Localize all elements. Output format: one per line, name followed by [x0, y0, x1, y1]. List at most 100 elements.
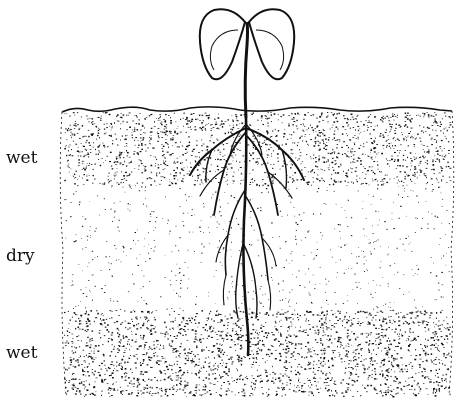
- soil-speck: [268, 122, 269, 123]
- soil-speck: [351, 360, 352, 361]
- soil-speck: [255, 344, 257, 346]
- soil-speck: [222, 360, 223, 361]
- soil-speck: [270, 144, 271, 145]
- soil-speck: [87, 154, 88, 155]
- soil-speck: [148, 232, 149, 233]
- soil-speck: [349, 371, 350, 372]
- soil-speck: [212, 214, 213, 215]
- soil-speck: [288, 115, 290, 116]
- soil-speck: [407, 338, 409, 339]
- soil-layer-dry: [64, 185, 449, 311]
- soil-speck: [207, 392, 209, 393]
- soil-speck: [383, 116, 384, 117]
- soil-speck: [441, 360, 442, 361]
- soil-speck: [126, 165, 127, 166]
- soil-speck: [433, 189, 434, 190]
- soil-speck: [135, 368, 137, 369]
- soil-speck: [261, 120, 262, 121]
- soil-speck: [186, 355, 187, 356]
- soil-speck: [75, 360, 76, 361]
- soil-speck: [428, 211, 429, 212]
- soil-speck: [408, 133, 410, 134]
- soil-speck: [441, 297, 443, 298]
- soil-speck: [114, 212, 115, 213]
- soil-speck: [436, 142, 437, 143]
- soil-speck: [114, 211, 115, 212]
- soil-speck: [313, 132, 314, 133]
- soil-speck: [436, 339, 437, 340]
- soil-speck: [351, 172, 353, 173]
- soil-speck: [87, 337, 89, 338]
- soil-speck: [208, 317, 209, 318]
- soil-speck: [294, 207, 295, 208]
- soil-speck: [292, 182, 293, 183]
- soil-speck: [266, 312, 268, 314]
- soil-speck: [123, 247, 124, 248]
- soil-speck: [338, 139, 340, 140]
- soil-speck: [176, 175, 177, 176]
- soil-speck: [109, 256, 110, 257]
- soil-speck: [138, 123, 140, 124]
- soil-speck: [397, 393, 398, 394]
- soil-speck: [159, 172, 160, 173]
- soil-speck: [211, 128, 213, 129]
- soil-speck: [403, 386, 405, 387]
- soil-speck: [143, 361, 144, 362]
- soil-speck: [373, 129, 375, 130]
- soil-speck: [183, 126, 184, 127]
- soil-speck: [251, 225, 252, 226]
- soil-speck: [344, 319, 345, 320]
- soil-speck: [371, 149, 372, 150]
- soil-speck: [328, 340, 330, 341]
- soil-speck: [296, 387, 297, 388]
- soil-speck: [216, 122, 217, 123]
- soil-speck: [65, 345, 66, 346]
- soil-speck: [424, 327, 426, 328]
- soil-speck: [324, 322, 326, 323]
- soil-speck: [210, 157, 211, 159]
- soil-speck: [376, 241, 377, 242]
- soil-speck: [375, 292, 376, 293]
- soil-speck: [252, 152, 254, 153]
- soil-speck: [391, 364, 392, 365]
- soil-speck: [87, 163, 88, 164]
- soil-speck: [348, 200, 349, 201]
- soil-speck: [185, 363, 187, 364]
- soil-speck: [436, 114, 437, 115]
- soil-speck: [106, 319, 107, 320]
- soil-speck: [195, 336, 196, 337]
- soil-speck: [139, 346, 140, 348]
- soil-speck: [143, 380, 144, 381]
- soil-speck: [321, 313, 322, 314]
- soil-speck: [394, 178, 395, 179]
- soil-speck: [445, 387, 446, 388]
- soil-speck: [140, 113, 141, 114]
- soil-speck: [372, 143, 374, 144]
- soil-speck: [143, 132, 144, 133]
- soil-speck: [137, 348, 139, 350]
- soil-speck: [400, 239, 401, 240]
- soil-speck: [265, 362, 266, 363]
- soil-speck: [173, 135, 175, 136]
- soil-speck: [304, 287, 305, 288]
- soil-speck: [368, 116, 370, 117]
- soil-speck: [67, 369, 68, 370]
- soil-speck: [363, 143, 364, 145]
- soil-speck: [262, 393, 264, 394]
- soil-speck: [293, 125, 294, 126]
- soil-speck: [158, 364, 160, 365]
- soil-speck: [252, 280, 253, 281]
- soil-speck: [88, 142, 90, 143]
- soil-speck: [236, 161, 237, 162]
- soil-speck: [369, 352, 371, 353]
- soil-speck: [227, 297, 228, 298]
- soil-speck: [358, 353, 359, 354]
- soil-speck: [240, 348, 242, 349]
- soil-speck: [208, 357, 209, 358]
- soil-speck: [242, 379, 244, 381]
- soil-speck: [130, 162, 131, 163]
- soil-speck: [118, 364, 120, 365]
- soil-speck: [405, 369, 406, 370]
- soil-speck: [371, 353, 372, 354]
- soil-speck: [321, 366, 323, 367]
